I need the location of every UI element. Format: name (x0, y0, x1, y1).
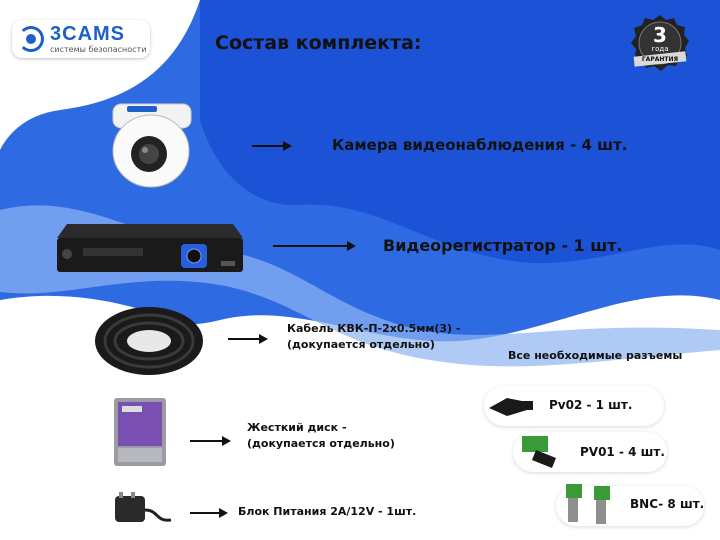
kit-item-camera: Камера видеонаблюдения - 4 шт. (332, 136, 628, 154)
arrow-icon (228, 334, 268, 344)
dc-female-connector-image (489, 398, 533, 416)
page-title: Состав комплекта: (215, 32, 422, 54)
warranty-number: 3 (653, 23, 667, 47)
dvr-recorder-image (57, 224, 243, 272)
dome-camera-image (112, 103, 192, 188)
brand-logo: 3CAMS системы безопасности (12, 20, 150, 58)
arrow-icon (252, 141, 292, 151)
kit-item-cable: Кабель КВК-П-2х0.5мм(3) - (287, 322, 461, 335)
kit-item-power: Блок Питания 2А/12V - 1шт. (238, 505, 417, 518)
arrow-icon (190, 436, 231, 446)
warranty-word: года (651, 45, 669, 53)
connector-label-pv01: PV01 - 4 шт. (580, 445, 665, 459)
logo-ring-icon (18, 26, 44, 52)
logo-subtitle: системы безопасности (50, 45, 147, 54)
seal-icon (631, 15, 689, 71)
hard-drive-image (114, 398, 166, 466)
connectors-heading: Все необходимые разъемы (508, 349, 683, 362)
kit-item-hdd-note: (докупается отдельно) (247, 437, 395, 450)
cable-coil-image (95, 307, 203, 375)
connector-label-pv02: Pv02 - 1 шт. (549, 398, 633, 412)
connector-label-bnc: BNC- 8 шт. (630, 497, 705, 511)
kit-item-cable-note: (докупается отдельно) (287, 338, 435, 351)
kit-item-dvr: Видеорегистратор - 1 шт. (383, 236, 623, 255)
logo-name: 3CAMS (50, 23, 126, 45)
warranty-badge: 3 года ГАРАНТИЯ (630, 13, 690, 73)
dc-male-connector-image (522, 436, 556, 468)
kit-item-hdd: Жесткий диск - (247, 421, 347, 434)
arrow-icon (273, 241, 356, 251)
power-adapter-image (115, 492, 172, 522)
warranty-ribbon: ГАРАНТИЯ (641, 56, 679, 63)
bnc-connector-image (566, 484, 610, 524)
arrow-icon (190, 508, 228, 518)
